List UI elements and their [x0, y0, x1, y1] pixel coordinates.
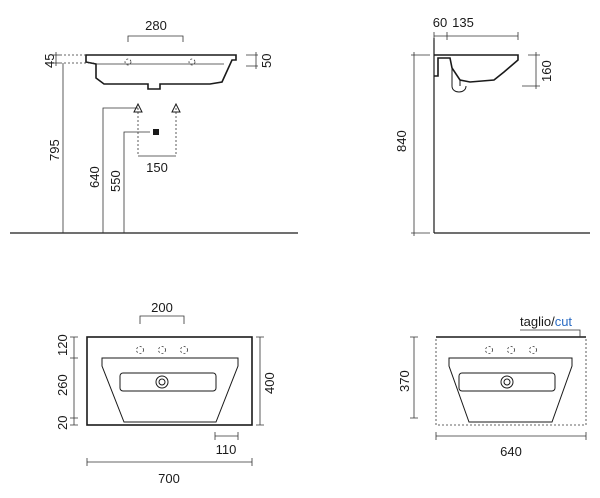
tap-hole-icon [529, 346, 537, 354]
drain-icon [155, 375, 169, 389]
dim-150-label: 150 [146, 160, 168, 175]
supply-symbol-icon [171, 102, 181, 113]
tap-hole-hidden [188, 58, 196, 66]
tap-hole-icon [136, 346, 144, 354]
basin-cut-outline [435, 336, 587, 426]
supply-symbol-icon [133, 102, 143, 113]
dim-400-line [256, 336, 264, 426]
tap-hole-icon [507, 346, 515, 354]
drain-icon [500, 375, 514, 389]
dim-110-line [214, 432, 239, 440]
dim-640-label: 640 [500, 444, 522, 459]
dim-45-line [52, 52, 60, 66]
dim-640-label: 640 [87, 166, 102, 188]
bowl-inner-slot [119, 372, 217, 392]
drain-inner-icon [503, 378, 511, 386]
cut-label-italian: taglio/ [520, 314, 555, 329]
drain-pipe [451, 68, 461, 86]
basin-side-profile [434, 54, 519, 83]
bowl-outer [101, 357, 239, 423]
basin-front-outline [85, 54, 237, 90]
basin-plan-outline [86, 336, 253, 426]
bowl-inner-slot [458, 372, 556, 392]
dim-840-label: 840 [394, 130, 409, 152]
tap-hole-icon [485, 346, 493, 354]
tap-hole-icon [158, 346, 166, 354]
dim-640-line [435, 432, 587, 440]
dim-200-line [139, 315, 185, 324]
dim-50-label: 50 [259, 54, 274, 68]
dim-370-line [410, 336, 418, 419]
dim-120-label: 120 [55, 334, 70, 356]
drain-inner-icon [158, 378, 166, 386]
plan-view-640: taglio/cut 370 640 [397, 314, 587, 459]
cut-label-english: cut [555, 314, 573, 329]
dim-640-line [102, 107, 138, 233]
bowl-outer [448, 357, 573, 423]
front-elevation-view: 280 45 50 795 640 550 150 [10, 18, 298, 234]
dim-400-label: 400 [262, 372, 277, 394]
dim-700-label: 700 [158, 471, 180, 486]
dim-left-stack-line [70, 336, 78, 426]
dim-280-label: 280 [145, 18, 167, 33]
tap-hole-hidden [124, 58, 132, 66]
dim-200-label: 200 [151, 300, 173, 315]
cut-label: taglio/cut [520, 314, 572, 329]
dim-50-line [246, 52, 258, 69]
dim-260-label: 260 [55, 374, 70, 396]
drain-trap [451, 85, 467, 93]
dim-795-label: 795 [47, 139, 62, 161]
dim-280-line [127, 35, 184, 42]
drain-symbol-icon [153, 129, 159, 135]
dim-160-line [522, 52, 540, 89]
dim-370-label: 370 [397, 370, 412, 392]
plan-view-700: 200 120 260 20 400 110 700 [55, 300, 277, 486]
dim-700-line [86, 458, 253, 466]
dim-45-label: 45 [42, 54, 57, 68]
dim-550-line [123, 131, 150, 233]
tap-hole-icon [180, 346, 188, 354]
dim-20-label: 20 [55, 416, 70, 430]
tap-guide-lines [137, 108, 177, 156]
cut-leader-line [520, 329, 581, 337]
dim-60-135-line [433, 32, 519, 40]
dim-135-label: 135 [452, 15, 474, 30]
dim-60-label: 60 [433, 15, 447, 30]
dim-550-label: 550 [108, 170, 123, 192]
dim-840-line [411, 52, 430, 236]
side-elevation-view: 60 135 160 840 [394, 15, 590, 236]
dim-45-extension [60, 54, 96, 64]
dim-110-label: 110 [216, 442, 237, 457]
dim-160-label: 160 [539, 60, 554, 82]
